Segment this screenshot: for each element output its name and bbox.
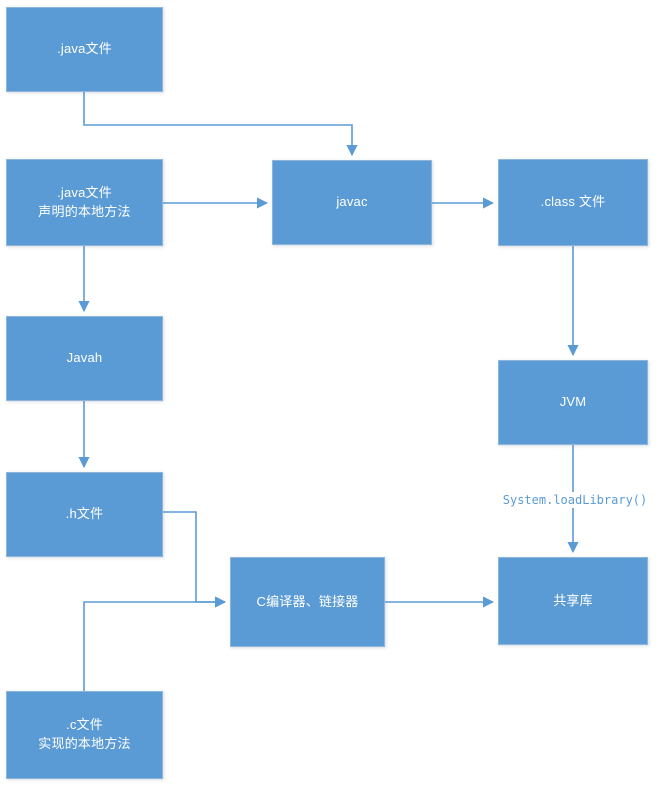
node-class-file-label: .class 文件 xyxy=(540,194,606,210)
node-jvm-label: JVM xyxy=(559,394,587,410)
node-c-file[interactable]: .c文件 实现的本地方法 xyxy=(6,691,163,779)
node-javac-label: javac xyxy=(336,194,368,210)
node-class-file[interactable]: .class 文件 xyxy=(498,159,648,246)
node-c-compiler-linker-label: C编译器、链接器 xyxy=(256,593,359,609)
node-h-file[interactable]: .h文件 xyxy=(6,472,163,557)
node-javah[interactable]: Javah xyxy=(6,316,163,401)
connector-h-file-to-c-compiler xyxy=(163,511,227,608)
node-c-file-label: .c文件 实现的本地方法 xyxy=(38,717,131,751)
node-shared-library-label: 共享库 xyxy=(553,592,593,608)
node-h-file-label: .h文件 xyxy=(65,506,104,522)
node-java-file[interactable]: .java文件 xyxy=(6,7,163,92)
connector-java-file-to-javac xyxy=(83,92,358,157)
node-javac[interactable]: javac xyxy=(272,160,432,245)
node-c-compiler-linker[interactable]: C编译器、链接器 xyxy=(230,557,385,647)
node-shared-library[interactable]: 共享库 xyxy=(498,557,648,645)
node-javah-label: Javah xyxy=(66,350,103,366)
node-java-file-declaration-label: .java文件 声明的本地方法 xyxy=(38,184,131,219)
edge-label-load-library: System.loadLibrary() xyxy=(499,492,651,508)
node-java-file-declaration[interactable]: .java文件 声明的本地方法 xyxy=(6,159,163,246)
node-java-file-label: .java文件 xyxy=(57,41,112,57)
connector-c-file-to-c-compiler xyxy=(83,596,227,691)
node-jvm[interactable]: JVM xyxy=(498,360,648,445)
